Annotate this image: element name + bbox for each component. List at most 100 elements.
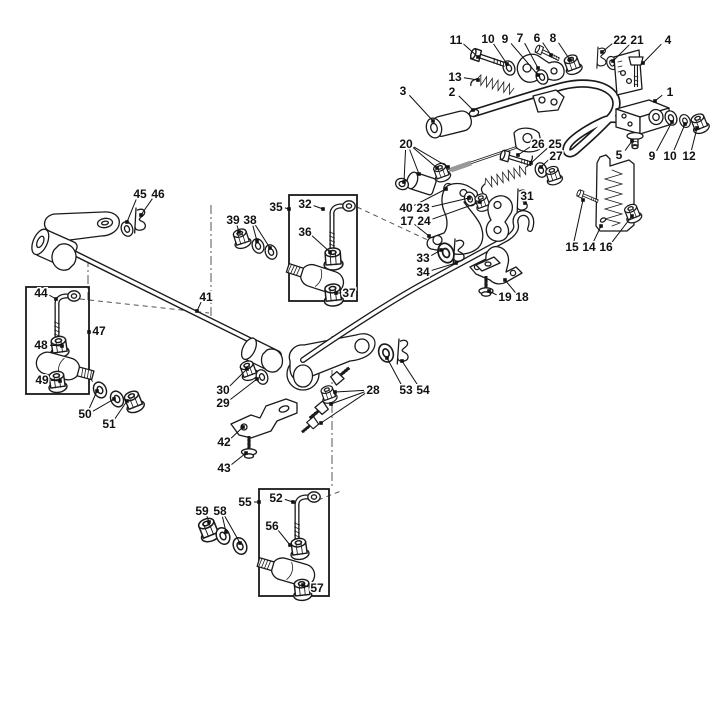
leader-line-4 — [642, 43, 662, 64]
leader-dot-36 — [328, 250, 332, 254]
leader-dot-3 — [431, 119, 435, 123]
leader-dot-6 — [549, 53, 553, 57]
leader-line-20 — [413, 146, 449, 168]
part-label-56: 56 — [265, 519, 279, 533]
nut-36 — [322, 246, 345, 272]
leader-dot-10 — [505, 62, 509, 66]
lift-arm-left — [43, 211, 120, 242]
part-label-20: 20 — [399, 137, 413, 151]
nut-56 — [288, 536, 311, 562]
screw-5 — [626, 131, 644, 150]
part-label-35: 35 — [269, 200, 283, 214]
part-label-50: 50 — [78, 407, 92, 421]
part-label-52: 52 — [269, 491, 283, 505]
leader-dot-9 — [670, 120, 674, 124]
centre-lever-assembly — [394, 138, 565, 297]
upper-handle-assembly — [425, 42, 712, 232]
leader-dot-20 — [435, 166, 439, 170]
leader-line-42 — [230, 426, 244, 439]
split-pin-46 — [134, 207, 147, 235]
leader-dot-28 — [329, 402, 333, 406]
leader-line-11 — [462, 43, 479, 58]
connecting-rod — [300, 209, 535, 363]
part-label-9: 9 — [649, 149, 656, 163]
leader-dot-56 — [288, 543, 292, 547]
leader-dot-42 — [241, 425, 245, 429]
leader-line-36 — [311, 235, 331, 253]
nut-37 — [321, 282, 345, 308]
leader-dot-58 — [238, 541, 242, 545]
leader-line-51 — [114, 400, 128, 420]
link-plate — [485, 195, 513, 242]
part-label-1: 1 — [667, 85, 674, 99]
leader-line-28 — [320, 392, 366, 424]
part-label-24: 24 — [417, 214, 431, 228]
part-label-34: 34 — [416, 265, 430, 279]
part-label-17: 17 — [400, 214, 414, 228]
washer-53 — [375, 340, 397, 366]
part-label-44: 44 — [34, 286, 48, 300]
leader-dot-52 — [291, 500, 295, 504]
leader-line-23 — [431, 197, 470, 208]
leader-dot-50 — [112, 397, 116, 401]
leader-dot-44 — [54, 297, 58, 301]
part-label-39: 39 — [226, 213, 240, 227]
leader-line-25 — [530, 147, 549, 164]
leader-dot-28 — [319, 421, 323, 425]
part-label-46: 46 — [151, 187, 165, 201]
leader-line-54 — [401, 360, 419, 386]
part-label-21: 21 — [630, 33, 644, 47]
detail-box-55 — [254, 488, 330, 603]
leader-line-56 — [277, 530, 291, 546]
nut-57 — [291, 577, 313, 603]
leader-line-38 — [254, 224, 271, 249]
tube-mount-plate — [513, 89, 565, 153]
leader-dot-11 — [476, 55, 480, 59]
crank-arm — [286, 333, 376, 391]
leader-dot-14 — [599, 224, 603, 228]
roller-3 — [425, 110, 473, 139]
leader-dot-30 — [245, 367, 249, 371]
leader-dot-59 — [207, 520, 211, 524]
leader-line-7 — [524, 42, 539, 69]
washer-10-right — [677, 112, 693, 130]
part-label-4: 4 — [665, 33, 672, 47]
leader-dot-4 — [641, 61, 645, 65]
spring-13 — [470, 73, 515, 96]
part-label-38: 38 — [243, 213, 257, 227]
leader-dot-28 — [333, 390, 337, 394]
leader-line-24 — [432, 201, 481, 220]
leader-line-28 — [330, 391, 365, 405]
part-label-7: 7 — [517, 31, 524, 45]
pivot-set-20 — [394, 160, 453, 196]
part-label-49: 49 — [35, 373, 49, 387]
part-label-6: 6 — [534, 31, 541, 45]
leader-dot-47 — [87, 330, 91, 334]
part-label-15: 15 — [565, 240, 579, 254]
part-label-31: 31 — [520, 189, 534, 203]
leader-dot-38 — [255, 239, 259, 243]
bolt-11 — [469, 48, 506, 70]
leader-dot-16 — [630, 214, 634, 218]
leader-dot-39 — [237, 230, 241, 234]
leader-dot-27 — [539, 165, 543, 169]
leader-dot-33 — [439, 248, 443, 252]
leader-dot-20 — [402, 180, 406, 184]
leader-line-17 — [414, 223, 430, 237]
leader-dot-5 — [630, 139, 634, 143]
leader-line-43 — [231, 452, 247, 466]
part-label-8: 8 — [550, 31, 557, 45]
part-label-53: 53 — [399, 383, 413, 397]
leader-line-48 — [49, 344, 63, 347]
leader-line-18 — [504, 279, 517, 294]
leader-line-16 — [611, 215, 633, 243]
detail-box-35 — [283, 194, 358, 308]
part-label-28: 28 — [366, 383, 380, 397]
part-label-29: 29 — [216, 396, 230, 410]
leader-dot-57 — [301, 583, 305, 587]
leader-line-38 — [252, 225, 258, 242]
leader-dot-1 — [653, 99, 657, 103]
leader-dot-53 — [385, 356, 389, 360]
leader-dot-23 — [467, 196, 471, 200]
